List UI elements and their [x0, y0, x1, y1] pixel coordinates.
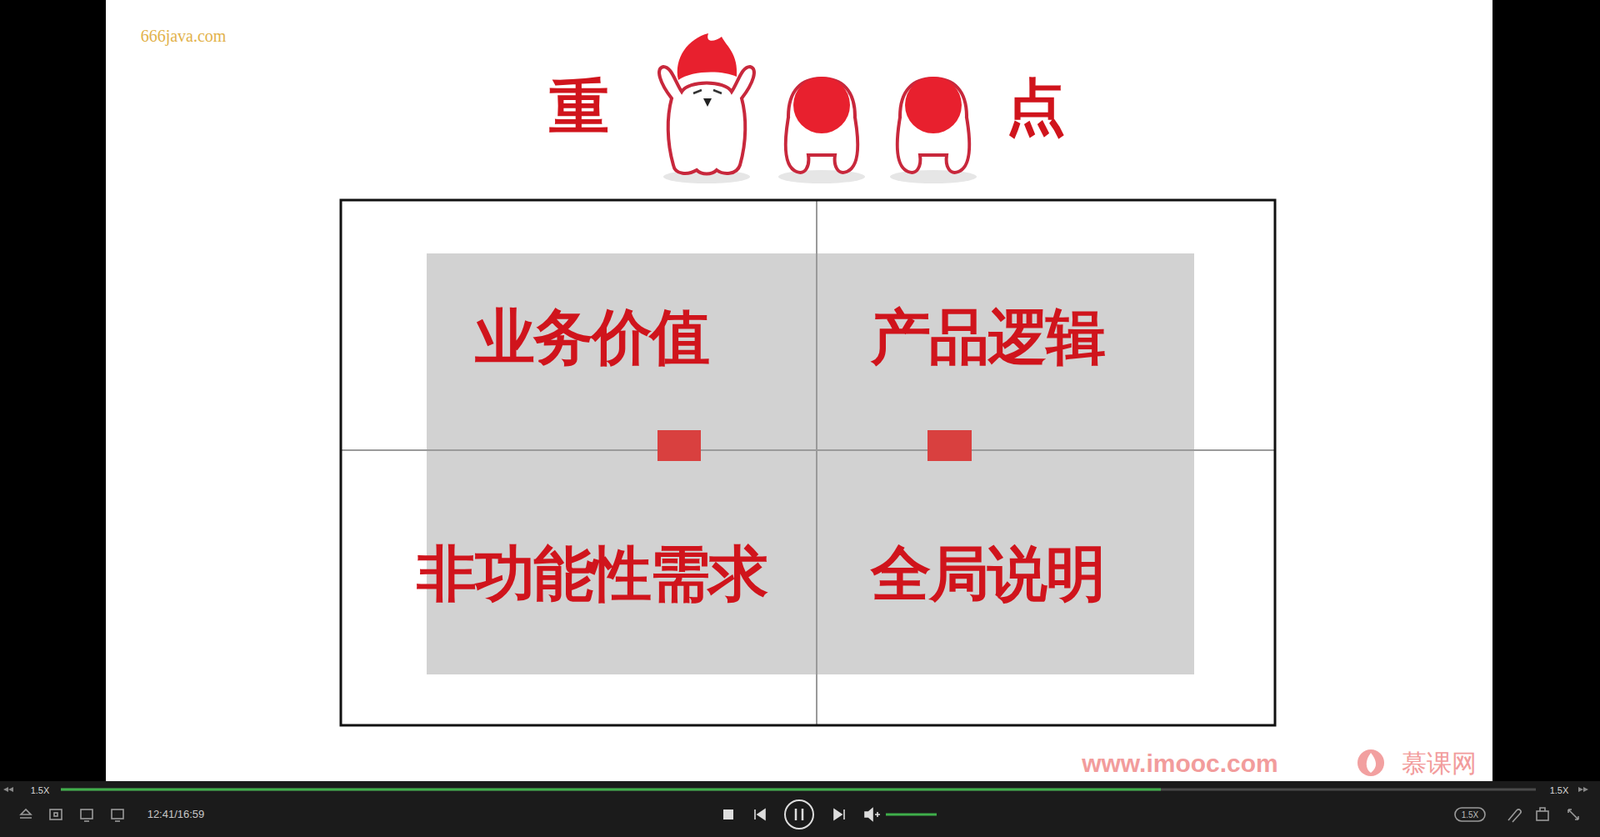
quadrant-title: 业务价值 — [475, 302, 709, 372]
quadrant-title: 非功能性需求 — [416, 539, 767, 609]
time-display: 12:41/16:59 — [147, 808, 205, 820]
brand-name: 慕课网 — [1401, 749, 1477, 777]
grey-panel — [426, 253, 1195, 675]
quadrant-cell: 产品逻辑 — [870, 302, 1105, 372]
quadrant-cell: 业务价值 — [475, 302, 709, 372]
red-square — [927, 430, 972, 461]
speed-button: 1.5X — [1461, 810, 1480, 820]
player-bar — [0, 780, 1600, 837]
imooc-logo — [1357, 749, 1385, 776]
grid-line — [340, 449, 1276, 451]
watermark: 666java.com — [140, 26, 227, 45]
red-square — [657, 430, 701, 461]
quadrant-cell: 非功能性需求 — [416, 539, 767, 609]
speed-label: 1.5X — [30, 785, 50, 795]
grid-line — [815, 199, 818, 726]
outer-frame — [340, 200, 1275, 725]
site-url: www.imooc.com — [1081, 749, 1279, 777]
title-char: 点 — [1005, 74, 1066, 140]
quadrant-cell: 全局说明 — [870, 539, 1105, 609]
title-char: 重 — [549, 74, 610, 140]
quadrant-title: 产品逻辑 — [870, 302, 1105, 372]
progress-track — [60, 788, 1536, 791]
slide-ground — [105, 0, 1493, 781]
player-icons — [3, 786, 1589, 829]
mascot-illustration — [659, 33, 977, 184]
progress-played — [60, 788, 1161, 791]
quadrant-title: 全局说明 — [870, 539, 1105, 609]
speed-label: 1.5X — [1550, 785, 1570, 795]
